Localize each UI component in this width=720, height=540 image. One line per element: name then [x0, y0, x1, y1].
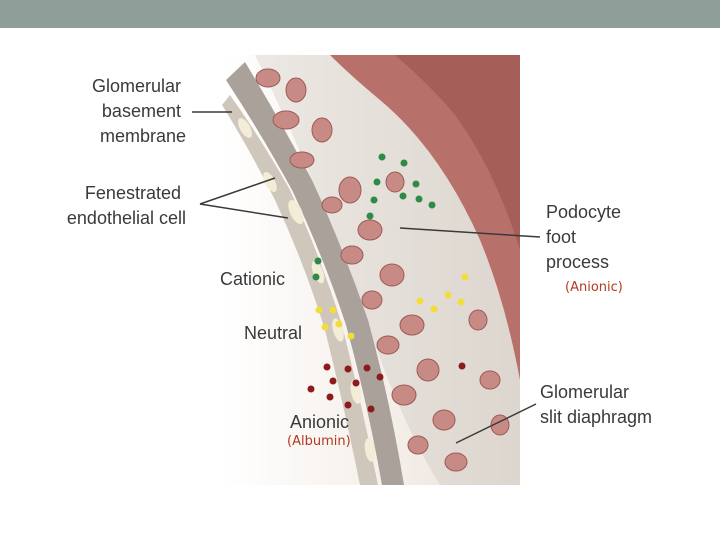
fenestrations — [238, 118, 376, 462]
neutral-label: Neutral — [244, 323, 302, 343]
cationic-label: Cationic — [220, 269, 285, 289]
endothelial-layer — [222, 95, 378, 485]
slit-label: Glomerular slit diaphragm — [540, 382, 652, 427]
podocyte-label: Podocyte foot process — [546, 202, 626, 272]
slit-leader — [455, 403, 537, 444]
top-banner — [0, 0, 720, 28]
gbm-label: Glomerular basement membrane — [92, 76, 186, 146]
podocyte-leader — [399, 227, 541, 238]
podocyte-shading — [395, 55, 520, 250]
anionic-note: (Albumin) — [287, 434, 351, 449]
endothelial-label: Fenestrated endothelial cell — [67, 183, 186, 228]
neutral-molecules — [315, 273, 469, 340]
basement-membrane-band — [226, 62, 404, 485]
illustration-panel — [222, 55, 520, 485]
endothelial-leader-2 — [199, 203, 289, 219]
podocyte-note: (Anionic) — [565, 280, 623, 295]
foot-processes — [255, 68, 510, 472]
anionic-molecules — [307, 362, 466, 413]
cationic-molecules — [312, 153, 436, 281]
endothelial-leader-1 — [199, 177, 276, 205]
anionic-label: Anionic — [290, 412, 349, 432]
leader-lines — [192, 111, 541, 444]
